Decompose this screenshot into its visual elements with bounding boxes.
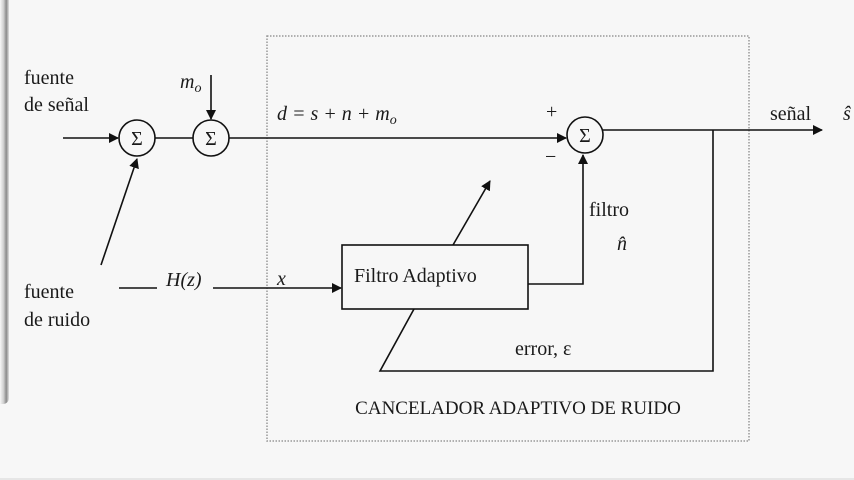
noise-source-label-1: fuente [24,281,74,303]
transfer-function-label: H(z) [165,269,202,291]
adaptation-arrow [452,180,491,246]
adaptive-filter-label: Filtro Adaptivo [354,265,477,287]
summer-3: Σ [566,116,604,154]
plus-sign: + [546,101,557,123]
summer-3-symbol: Σ [579,125,591,147]
noise-to-summer-arrow [100,158,139,266]
output-symbol: ŝ [843,103,851,125]
canceller-boundary [266,35,750,442]
filter-output-line [528,154,588,285]
minus-sign: − [545,146,556,168]
summer-2: Σ [192,119,230,157]
error-feedback-line [378,130,714,372]
error-label: error, ε [515,338,571,360]
output-label: señal [770,103,812,125]
summer-1-symbol: Σ [131,128,143,150]
d-equation: d = s + n + mo [277,103,397,128]
signal-source-label-2: de señal [24,94,89,116]
noise-source-label-2: de ruido [24,309,90,331]
adaptive-filter-block: Filtro Adaptivo [341,244,529,310]
window-edge-shadow [0,0,9,404]
summer-2-symbol: Σ [205,128,217,150]
filter-output-label: filtro [589,199,629,221]
summer-1: Σ [118,119,156,157]
signal-source-label-1: fuente [24,67,74,89]
bottom-border [0,478,854,480]
diagram-title: CANCELADOR ADAPTIVO DE RUIDO [355,398,681,419]
x-label: x [276,268,286,290]
m0-label: mo [180,71,201,96]
filter-output-symbol: n̂ [617,233,627,255]
